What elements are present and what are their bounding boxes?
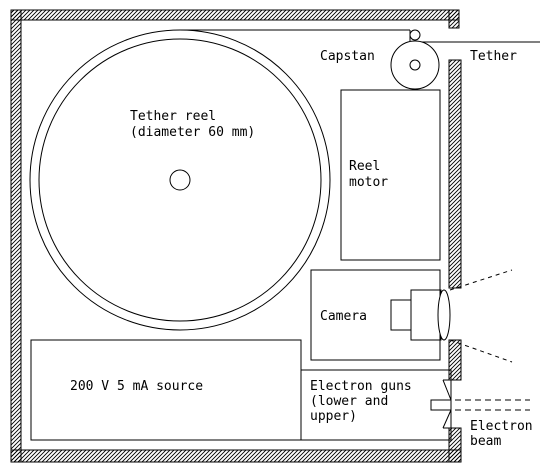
tether-reel — [29, 29, 331, 331]
reel-motor-label-2: motor — [349, 175, 388, 190]
electron-guns — [300, 369, 452, 441]
reel-hub — [169, 169, 191, 191]
electron-beams — [455, 399, 530, 411]
lens-element — [437, 289, 451, 341]
reel-outer-rim — [29, 29, 331, 331]
reel-inner-rim — [38, 38, 322, 322]
enclosure-wall — [10, 9, 462, 463]
camera — [310, 269, 513, 363]
electron-beam-label-1: Electron — [470, 419, 533, 434]
tether-reel-label: Tether reel — [130, 109, 216, 124]
camera-mount — [390, 299, 412, 331]
electron-beam-label-2: beam — [470, 434, 501, 449]
reel-motor-box — [340, 89, 441, 261]
field-of-view-upper — [449, 269, 513, 291]
reel-motor-label-1: Reel — [349, 159, 380, 174]
capstan — [390, 29, 440, 90]
tether-reel-diameter-label: (diameter 60 mm) — [130, 125, 255, 140]
camera-label: Camera — [320, 309, 367, 324]
electron-guns-label-2: (lower and — [310, 394, 388, 409]
electron-guns-label-3: upper) — [310, 409, 357, 424]
field-of-view-lower — [449, 339, 513, 363]
camera-lens — [410, 289, 442, 341]
electron-guns-label-1: Electron guns — [310, 379, 412, 394]
tether-label: Tether — [470, 49, 517, 64]
capstan-label: Capstan — [320, 49, 375, 64]
source-label: 200 V 5 mA source — [70, 379, 203, 394]
